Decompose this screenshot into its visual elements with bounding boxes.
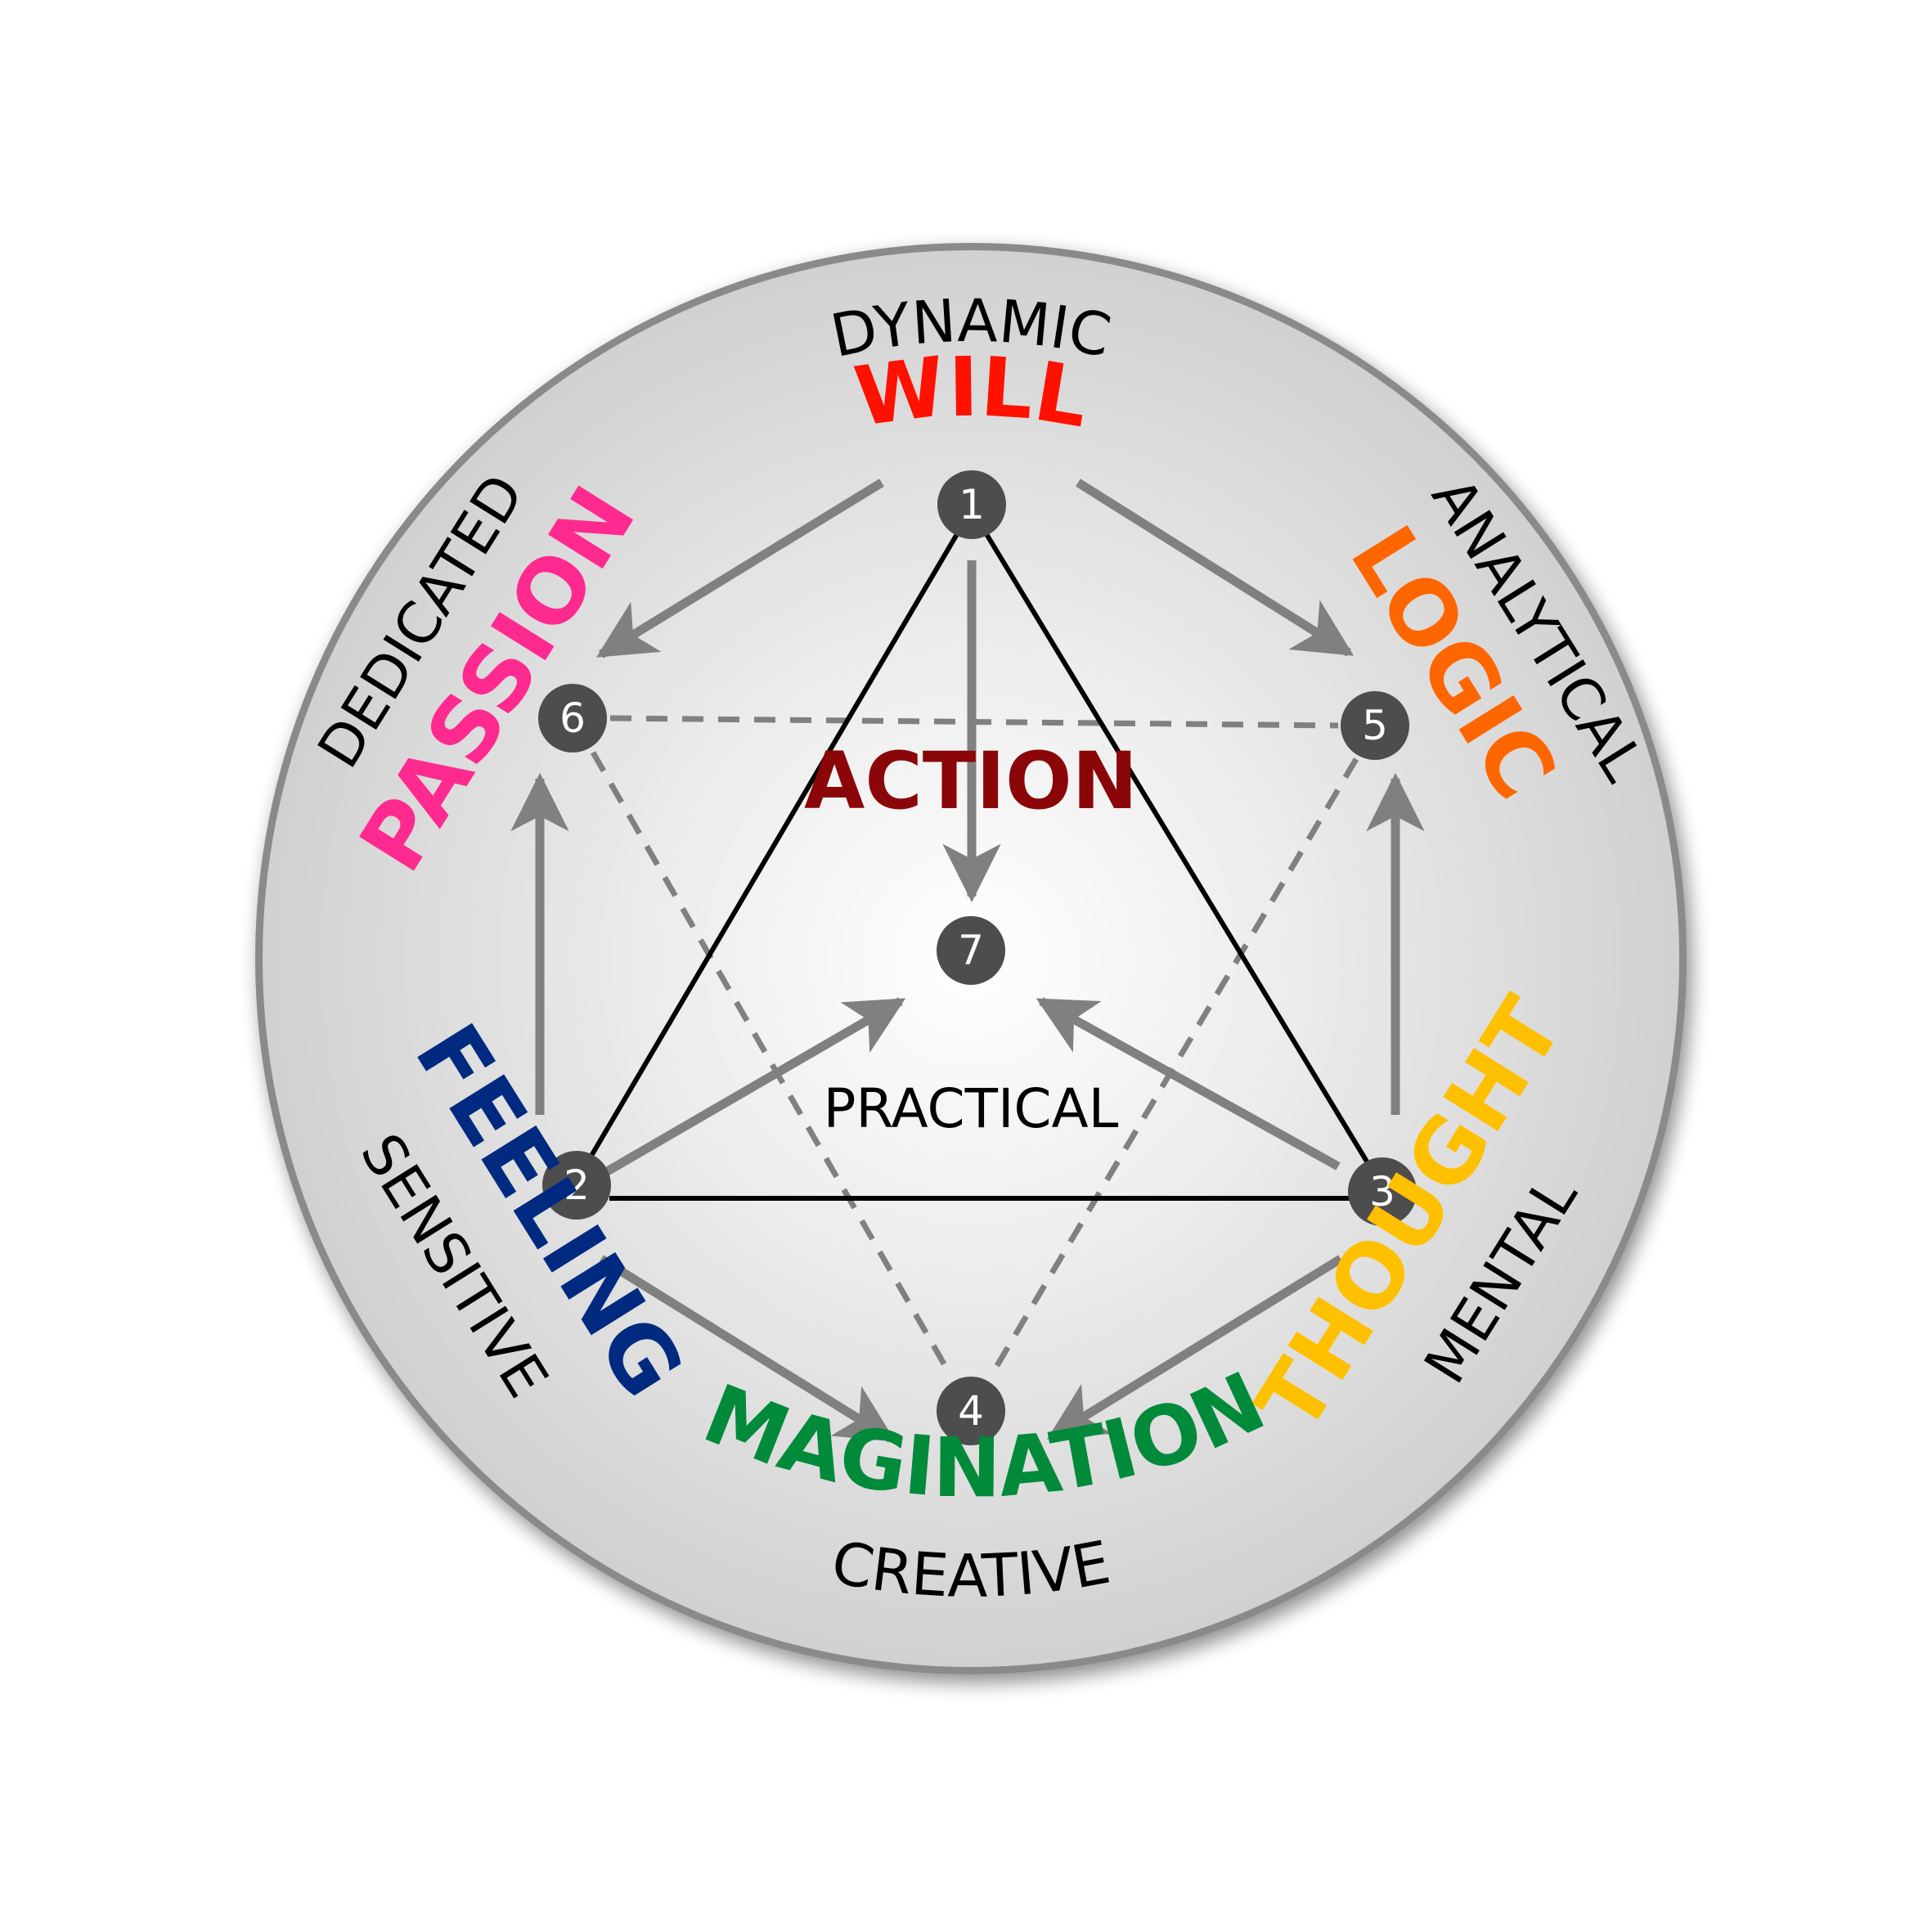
arrow-2-to-4	[599, 1255, 896, 1443]
node-7-number: 7	[958, 927, 984, 974]
arrow-2-to-7	[602, 997, 906, 1177]
node-3: 3	[1348, 1157, 1417, 1226]
arrows	[510, 479, 1425, 1443]
node-1-number: 1	[959, 481, 985, 528]
arrow-3-to-4	[1046, 1255, 1343, 1440]
node-5: 5	[1341, 691, 1409, 760]
node-4: 4	[937, 1377, 1005, 1445]
node-3-number: 3	[1369, 1168, 1395, 1215]
action-label: ACTION	[804, 735, 1138, 827]
node-2: 2	[542, 1151, 611, 1220]
arrow-1-to-5	[1076, 479, 1355, 657]
practical-label: PRACTICAL	[824, 1077, 1119, 1140]
node-1: 1	[937, 470, 1006, 539]
node-6: 6	[538, 684, 607, 753]
node-6-number: 6	[559, 694, 586, 742]
node-4-number: 4	[958, 1387, 984, 1435]
node-7: 7	[937, 916, 1005, 985]
arrow-1-to-6	[595, 479, 884, 658]
node-2-number: 2	[564, 1161, 590, 1209]
solid-triangle	[589, 532, 1369, 1201]
node-5-number: 5	[1362, 702, 1388, 749]
arrow-3-to-7	[1036, 997, 1341, 1170]
will-title: WILL	[849, 339, 1095, 447]
